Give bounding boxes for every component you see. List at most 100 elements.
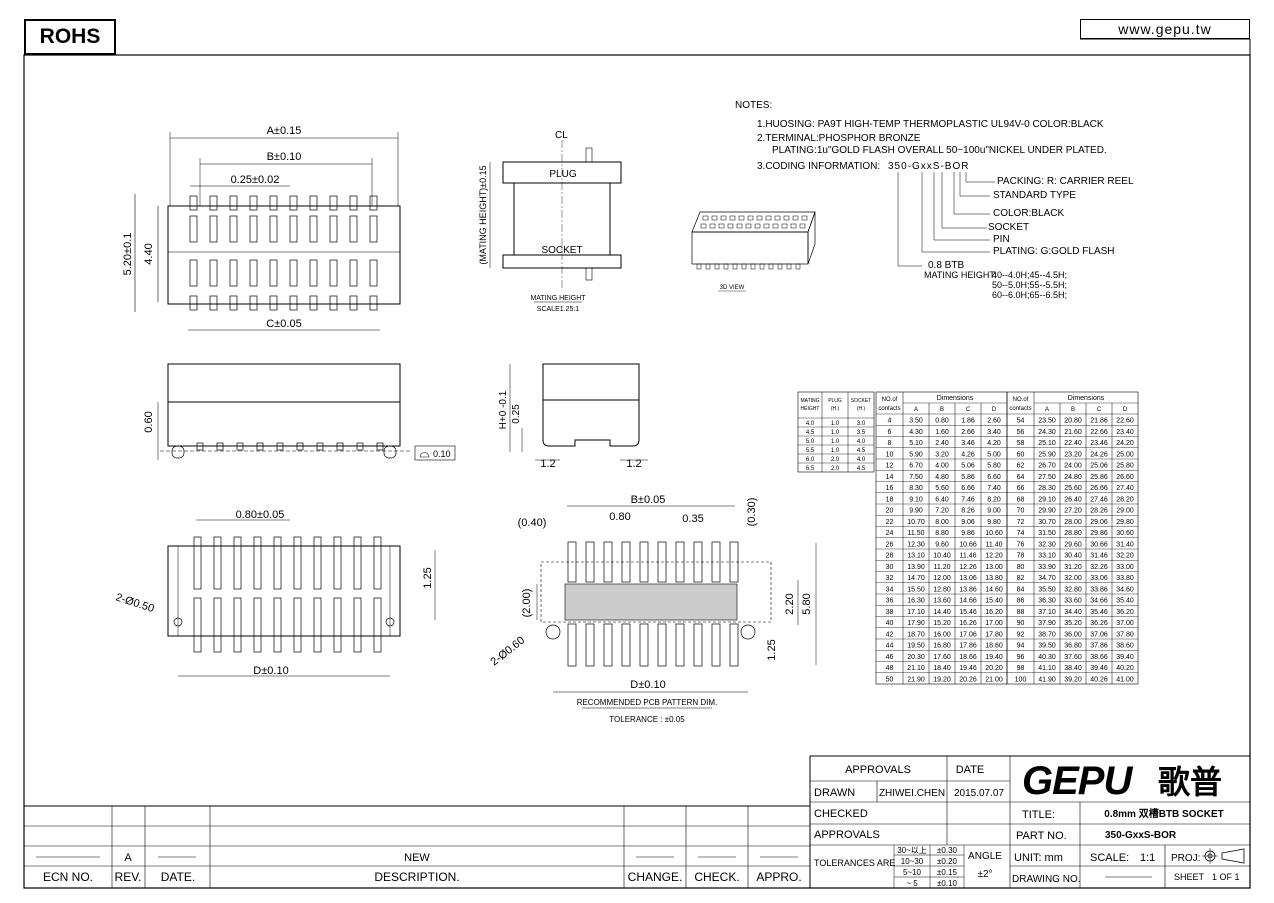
table-cell: 28.80: [1064, 530, 1082, 537]
table-cell: 4: [888, 418, 892, 425]
table-cell: 16.00: [933, 631, 951, 638]
pcb-dim-035: 0.35: [682, 513, 703, 525]
pin: [296, 442, 304, 451]
table-cell: 26: [886, 541, 894, 548]
pin: [289, 215, 298, 243]
proj-label: PROJ:: [1171, 853, 1200, 864]
table-cell: 2.0: [831, 457, 840, 463]
table-header: NO.of: [1013, 397, 1029, 403]
desc-header: DESCRIPTION.: [374, 870, 459, 884]
dim-080: 0.80±0.05: [236, 509, 285, 521]
table-cell: 28: [886, 553, 894, 560]
pcb-dim-d: D±0.10: [630, 679, 665, 691]
table-header: Dimensions: [1068, 395, 1105, 402]
table-cell: 35.20: [1064, 620, 1082, 627]
table-cell: 86: [1017, 598, 1025, 605]
table-cell: 19.40: [985, 654, 1003, 661]
table-cell: 28.30: [1038, 485, 1056, 492]
table-cell: 13.10: [907, 553, 925, 560]
pin: [369, 295, 378, 311]
pin: [293, 536, 302, 590]
pin: [309, 259, 318, 287]
table-cell: 4.0: [857, 457, 866, 463]
table-cell: 29.60: [1064, 541, 1082, 548]
pin: [256, 442, 264, 451]
table-cell: 15.46: [959, 609, 977, 616]
table-cell: 33.60: [1064, 598, 1082, 605]
appro-header: APPRO.: [756, 870, 801, 884]
table-cell: 64: [1017, 474, 1025, 481]
note-mating-2: 50--5.0H;55--5.5H;: [992, 280, 1067, 290]
pin: [189, 295, 198, 311]
table-cell: 31.46: [1090, 553, 1108, 560]
pad: [639, 623, 649, 667]
table-cell: 5.0: [806, 439, 815, 445]
table-cell: 41.10: [1038, 665, 1056, 672]
mating-view: CL PLUG SOCKET (MATING HEIGHT)±0.15 MATI…: [478, 130, 622, 313]
table-cell: 66: [1017, 485, 1025, 492]
table-cell: 18.40: [933, 665, 951, 672]
part-label: PART NO.: [1016, 830, 1067, 842]
table-cell: 38: [886, 609, 894, 616]
table-cell: 26.70: [1038, 463, 1056, 470]
table-cell: 4.80: [935, 474, 949, 481]
pin: [213, 536, 222, 590]
pin: [369, 215, 378, 243]
table-cell: 4.5: [857, 448, 866, 454]
table-cell: 13.90: [907, 564, 925, 571]
table-cell: 13.00: [985, 564, 1003, 571]
table-cell: 8.00: [935, 519, 949, 526]
table-cell: 29.00: [1116, 508, 1134, 515]
table-cell: 5.00: [987, 451, 1001, 458]
dim-440: 4.40: [143, 243, 155, 264]
dim-hole: 2-Ø0.50: [114, 591, 156, 615]
plug-label: PLUG: [549, 169, 576, 180]
tol-r2-range: 10~30: [901, 857, 924, 866]
table-cell: 37.90: [1038, 620, 1056, 627]
table-cell: 11.46: [960, 553, 977, 560]
bottom-view: 0.80±0.05 2-Ø0.50 1.25 D±0.10: [114, 509, 436, 677]
mating-height-dim: (MATING HEIGHT)±0.15: [478, 165, 488, 264]
pin: [369, 195, 378, 211]
pin: [229, 215, 238, 243]
table-cell: 20.80: [1064, 418, 1082, 425]
tolerances-label: TOLERANCES ARE: [814, 858, 895, 868]
pcb-pattern-view: B±0.05 (0.40) 0.80 0.35 (0.30) (2.00) 2.…: [488, 494, 817, 724]
scale-caption: SCALE1.25:1: [537, 306, 580, 313]
table-cell: 8.30: [909, 485, 923, 492]
pin: [189, 215, 198, 243]
pcb-title: RECOMMENDED PCB PATTERN DIM.: [577, 698, 718, 707]
table-cell: 6.60: [987, 474, 1001, 481]
flatness-value: 0.10: [433, 449, 451, 459]
sheet-label: SHEET: [1174, 872, 1205, 882]
pcb-dim-125: 1.25: [766, 639, 778, 660]
table-cell: 17.60: [933, 654, 951, 661]
table-cell: 19.50: [907, 643, 925, 650]
table-cell: 14: [886, 474, 894, 481]
drawn-date: 2015.07.07: [954, 788, 1004, 799]
table-cell: 8.20: [987, 496, 1001, 503]
table-cell: 16.80: [933, 643, 951, 650]
top-view: A±0.15 B±0.10 0.25±0.02 5.20±0.1 4.40 C±…: [122, 125, 401, 331]
table-cell: 24.80: [1064, 474, 1082, 481]
tol-r3-val: ±0.15: [937, 868, 958, 877]
table-cell: 25.60: [1064, 485, 1082, 492]
scale-value: 1:1: [1140, 852, 1155, 864]
pad: [657, 623, 667, 667]
pin: [349, 295, 358, 311]
centerline: CL: [555, 130, 568, 141]
pcb-dim-580: 5.80: [801, 593, 813, 614]
pad: [621, 541, 631, 583]
note-packing: PACKING: R: CARRIER REEL: [997, 176, 1134, 187]
table-cell: 25.86: [1090, 474, 1108, 481]
pin: [309, 295, 318, 311]
table-cell: 50: [886, 676, 894, 683]
table-cell: 94: [1017, 643, 1025, 650]
table-cell: 2.0: [831, 466, 840, 472]
table-cell: 34.60: [1116, 586, 1134, 593]
pad: [675, 541, 685, 583]
date-col-header: DATE: [956, 764, 985, 776]
checked-label: CHECKED: [814, 808, 868, 820]
table-cell: 13.86: [959, 586, 977, 593]
table-cell: 3.46: [961, 440, 975, 447]
